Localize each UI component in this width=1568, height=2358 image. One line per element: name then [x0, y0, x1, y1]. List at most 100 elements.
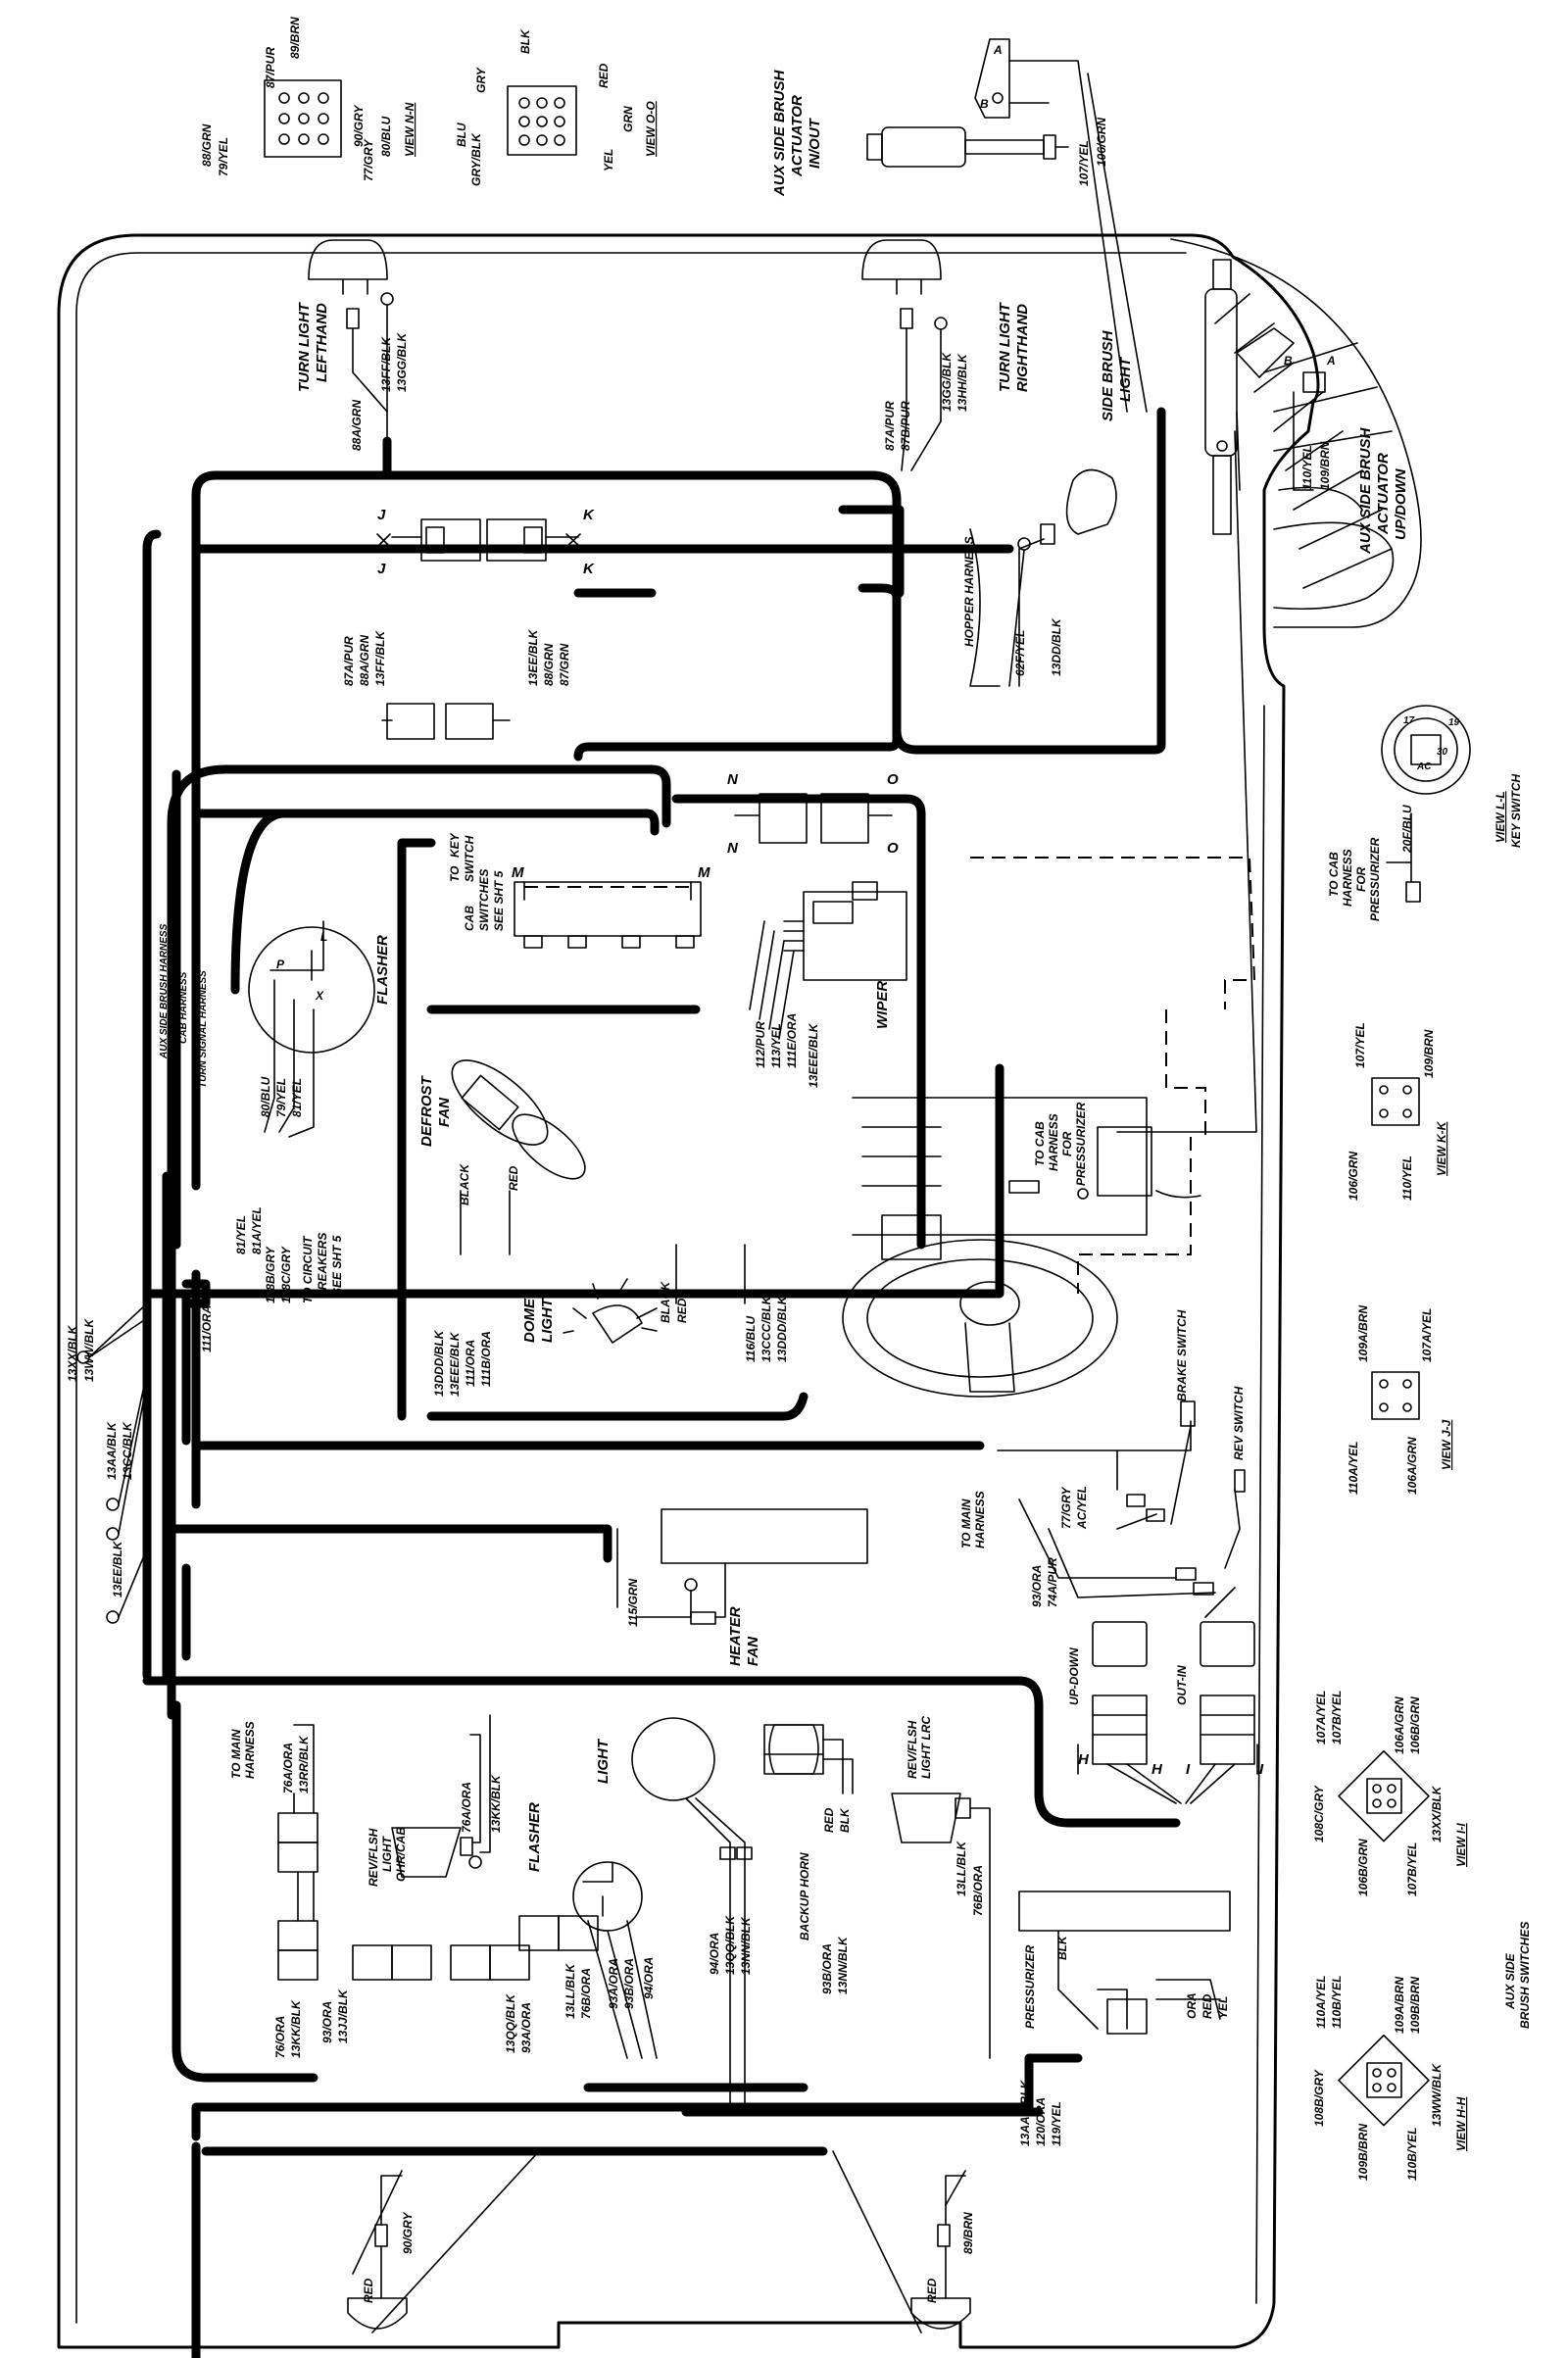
- to-cab-4: PRESSURIZER: [1074, 1102, 1088, 1186]
- to-main2-1: TO MAIN: [229, 1729, 243, 1779]
- to-circuit-3: SEE SHT 5: [330, 1235, 344, 1296]
- wiper: [749, 881, 907, 1040]
- rev-flsh-light-ohr: [391, 1714, 491, 1878]
- side-brush-light: [969, 468, 1117, 687]
- view-oo-title: VIEW O-O: [644, 101, 658, 157]
- lrc-label-1: REV/FLSH: [906, 1720, 919, 1779]
- conn-j-wire-2: 88A/GRN: [358, 635, 371, 686]
- ii-wire-1: 107A/YEL: [1314, 1691, 1328, 1744]
- harness-name-turn: TURN SIGNAL HARNESS: [198, 970, 209, 1088]
- heater-label-2: FAN: [745, 1636, 761, 1666]
- dome-label-2: LIGHT: [539, 1297, 556, 1343]
- view-oo-wire-2: GRY: [474, 67, 488, 93]
- ground-symbols: [76, 1302, 148, 1624]
- cab-sw-switch: SWITCH: [463, 835, 476, 882]
- press-wire-5: ORA: [1185, 1992, 1199, 2019]
- steering-wheel: [842, 1097, 1148, 1398]
- conn-letter-i2: I: [1259, 1761, 1264, 1778]
- ii-wire-7: 106B/GRN: [1356, 1839, 1370, 1896]
- flasher-wire-1: 80/BLU: [259, 1076, 272, 1117]
- dome-left-wire-3: 111/ORA: [464, 1340, 477, 1387]
- main-lower-wire-2: 13RR/BLK: [297, 1735, 311, 1793]
- flasher2-wire-5: 93A/ORA: [607, 1958, 620, 2009]
- to-cab-1: TO CAB: [1033, 1121, 1047, 1166]
- heater-fan: [616, 1508, 868, 1625]
- view-j-j-drawing: [1371, 1371, 1420, 1420]
- heater-label-1: HEATER: [727, 1606, 744, 1666]
- to-main-2: HARNESS: [973, 1491, 987, 1548]
- kk-wire-3: 106/GRN: [1347, 1152, 1360, 1201]
- rev-switch-label: REV SWITCH: [1232, 1386, 1246, 1460]
- conn-k-wire-1: 13EE/BLK: [526, 628, 540, 686]
- flasher-wire-3: 81/YEL: [290, 1078, 304, 1117]
- kk-wire-1: 107/YEL: [1353, 1022, 1367, 1068]
- press-wire-1: 13AAA/BLK: [1018, 2079, 1032, 2146]
- connector-n-o: [734, 793, 893, 844]
- press-wire-6: RED: [1200, 1993, 1214, 2019]
- lrc-label-2: LIGHT LRC: [919, 1716, 933, 1779]
- flasher2-wire-1: 13QQ/BLK: [504, 1993, 517, 2053]
- aux-inout-label-3: IN/OUT: [807, 117, 823, 169]
- ground-wire-5: 13EE/BLK: [111, 1540, 124, 1597]
- svg-text:P: P: [276, 958, 285, 971]
- light-wire-2: 13QQ/BLK: [723, 1915, 737, 1975]
- pressurizer-label: PRESSURIZER: [1023, 1944, 1037, 2029]
- ground-wire-2: 13WW/BLK: [82, 1318, 96, 1382]
- defrost-label-1: DEFROST: [418, 1074, 435, 1147]
- ll-pin-30: 30: [1437, 747, 1448, 758]
- dome-right-wire-3: 13DDD/BLK: [775, 1295, 789, 1362]
- main-lower2-wire-2: 13KK/BLK: [289, 1999, 303, 2058]
- kk-wire-4: 110/YEL: [1400, 1155, 1414, 1201]
- aux-inout-label-1: AUX SIDE BRUSH: [771, 69, 788, 197]
- flasher-wire-2: 79/YEL: [274, 1078, 288, 1117]
- flasher2-wire-2: 93A/ORA: [519, 2002, 533, 2053]
- flasher2-wire-3: 13LL/BLK: [564, 1963, 577, 2019]
- to-circuit-1: TO CIRCUIT: [301, 1235, 315, 1303]
- wiper-wire-2: 113/YEL: [769, 1023, 783, 1068]
- svg-text:B: B: [1284, 354, 1293, 368]
- left-ora-wire: 111/ORA: [200, 1305, 214, 1352]
- conn-k-wire-3: 87/GRN: [558, 643, 571, 686]
- brake-wire-1: 77/GRY: [1059, 1487, 1073, 1529]
- brake-rev-switches: [997, 1400, 1246, 1618]
- bottom-wire-2: 90/GRY: [401, 2212, 415, 2254]
- cab-sw-see: SEE SHT 5: [492, 870, 506, 931]
- hh-wire-3: 109A/BRN: [1393, 1977, 1406, 2034]
- light-wire-3: 13NN/BLK: [739, 1916, 753, 1975]
- view-nn-wire-7: 77/GRY: [362, 139, 375, 181]
- conn-letter-o1: O: [887, 771, 899, 788]
- cab-switches: [514, 881, 702, 949]
- out-in-label: OUT-IN: [1175, 1665, 1189, 1705]
- wiper-wire-1: 112/PUR: [754, 1021, 767, 1068]
- backup-horn: [763, 1724, 854, 1794]
- wiper-label: WIPER: [874, 981, 891, 1029]
- svg-text:L: L: [320, 930, 327, 944]
- turn-lh-wire-1: 88A/GRN: [350, 400, 364, 451]
- main-lower2-wire-4: 13JJ/BLK: [336, 1989, 350, 2043]
- jj-wire-1: 109A/BRN: [1356, 1305, 1370, 1362]
- view-o-o-drawing: [507, 85, 577, 156]
- wiper-wire-3: 111E/ORA: [785, 1013, 799, 1068]
- rev-flsh-light-lrc: [891, 1793, 991, 2059]
- turn-rh-wire-1: 87A/PUR: [883, 401, 897, 451]
- main-lower-wire-1: 76A/ORA: [281, 1743, 295, 1793]
- conn-letter-k1: K: [583, 507, 595, 523]
- press-wire-7: YEL: [1216, 1996, 1230, 2019]
- dome-right-wire-2: 13CCC/BLK: [760, 1295, 773, 1362]
- view-oo-wire-5: RED: [597, 63, 611, 88]
- heater-wire: 115/GRN: [626, 1579, 640, 1627]
- conn-letter-m2: M: [698, 864, 710, 881]
- light-wire-1: 94/ORA: [708, 1933, 721, 1975]
- ll-subtitle: KEY SWITCH: [1509, 774, 1523, 848]
- turn-rh-label-2: RIGHTHAND: [1014, 304, 1031, 392]
- view-oo-wire-7: YEL: [602, 149, 615, 172]
- hh-title: VIEW H-H: [1454, 2096, 1468, 2151]
- turn-lh-wire-3: 13GG/BLK: [395, 332, 409, 392]
- turn-rh-label-1: TURN LIGHT: [997, 301, 1013, 392]
- horn-wire-1: 93B/ORA: [820, 1943, 834, 1994]
- turn-rh-wire-4: 13HH/BLK: [956, 353, 969, 412]
- vehicle-outline: [57, 233, 1422, 2349]
- kk-title: VIEW K-K: [1435, 1120, 1448, 1176]
- to-main-1: TO MAIN: [959, 1498, 973, 1548]
- svg-text:B: B: [980, 97, 989, 111]
